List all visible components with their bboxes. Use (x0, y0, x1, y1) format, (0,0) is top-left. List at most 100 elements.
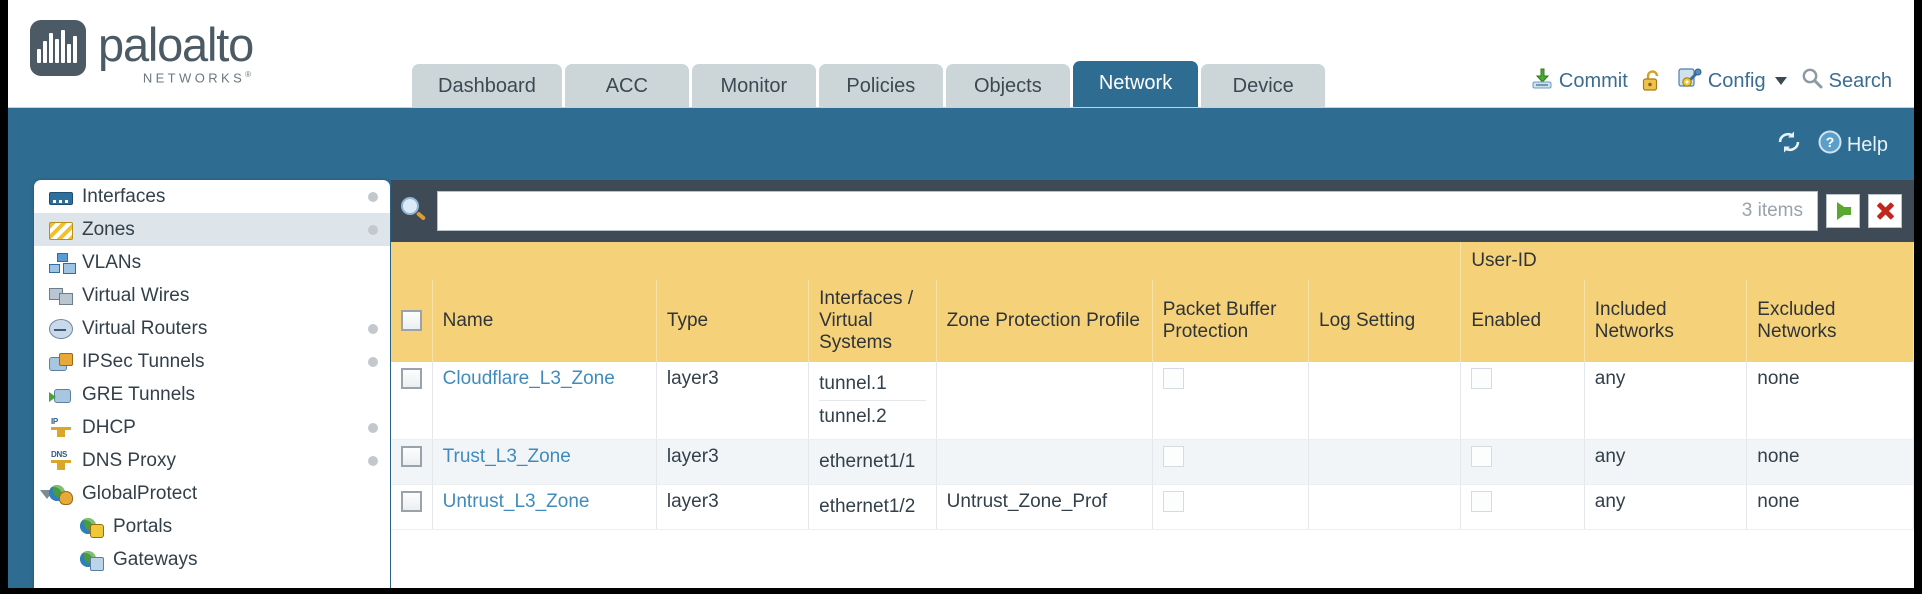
column-header-log-setting[interactable]: Log Setting (1308, 280, 1462, 362)
sidebar-item-gateways[interactable]: Gateways (34, 543, 390, 576)
row-select-checkbox[interactable] (401, 491, 422, 513)
chevron-down-icon (1774, 77, 1787, 85)
search-button[interactable]: Search (1801, 67, 1892, 95)
cell-packet-buffer-protection (1152, 362, 1310, 440)
tab-policies[interactable]: Policies (818, 64, 943, 107)
tab-network[interactable]: Network (1072, 61, 1199, 107)
refresh-icon[interactable] (1776, 130, 1802, 160)
tab-monitor[interactable]: Monitor (691, 64, 816, 107)
sidebar-item-label: Zones (82, 218, 135, 240)
commit-button[interactable]: Commit (1531, 67, 1628, 95)
row-select-checkbox[interactable] (401, 368, 422, 390)
filter-search-icon (399, 196, 429, 226)
search-input-wrap[interactable]: 3 items (437, 191, 1818, 231)
sidebar-item-label: VLANs (82, 251, 142, 273)
select-all-checkbox[interactable] (401, 310, 422, 332)
commit-icon (1531, 67, 1553, 95)
sidebar-item-label: IPSec Tunnels (82, 350, 205, 372)
column-header-type[interactable]: Type (656, 280, 810, 362)
cell-zone-protection-profile (936, 362, 1153, 440)
column-header-zone-protection-profile[interactable]: Zone Protection Profile (936, 280, 1153, 362)
row-select-cell (391, 439, 433, 485)
packet-buffer-protection-checkbox[interactable] (1162, 446, 1184, 468)
sidebar-item-status-dot (368, 422, 378, 433)
search-input[interactable] (448, 200, 1742, 222)
column-header-packet-buffer-protection[interactable]: Packet Buffer Protection (1152, 280, 1310, 362)
packet-buffer-protection-checkbox[interactable] (1162, 491, 1184, 513)
sidebar-item-portals[interactable]: Portals (34, 510, 390, 543)
sidebar-item-interfaces[interactable]: Interfaces (34, 180, 390, 213)
column-header-enabled[interactable]: Enabled (1460, 280, 1585, 362)
sidebar-item-label: Virtual Wires (82, 284, 190, 306)
userid-enabled-checkbox[interactable] (1471, 446, 1493, 468)
tab-label: Dashboard (438, 75, 536, 97)
userid-enabled-checkbox[interactable] (1471, 491, 1493, 513)
sidebar-item-label: Interfaces (82, 185, 166, 207)
green-arrow-icon (1836, 202, 1851, 220)
config-label: Config (1707, 69, 1766, 92)
zone-name-link[interactable]: Trust_L3_Zone (442, 446, 571, 467)
packet-buffer-protection-checkbox[interactable] (1162, 368, 1184, 390)
sidebar-item-gre-tunnels[interactable]: GRE Tunnels (34, 378, 390, 411)
tab-dashboard[interactable]: Dashboard (412, 64, 562, 107)
ipsec-tunnels-icon (49, 352, 73, 372)
column-header-excluded-networks[interactable]: Excluded Networks (1746, 280, 1914, 362)
vlans-icon (49, 252, 73, 273)
zone-name-link[interactable]: Untrust_L3_Zone (442, 491, 590, 512)
clear-filter-button[interactable] (1868, 194, 1902, 228)
search-label: Search (1828, 69, 1892, 92)
cell-interfaces: ethernet1/2 (808, 484, 937, 530)
sub-toolbar-actions: ? Help (1776, 130, 1888, 160)
apply-filter-button[interactable] (1826, 194, 1860, 228)
zone-name-link[interactable]: Cloudflare_L3_Zone (442, 368, 615, 389)
tab-label: Policies (846, 75, 916, 97)
column-header-name[interactable]: Name (432, 280, 657, 362)
interfaces-icon (49, 192, 73, 205)
userid-enabled-checkbox[interactable] (1471, 368, 1493, 390)
select-all-header (391, 280, 433, 362)
cell-type: layer3 (656, 484, 810, 530)
sidebar-item-label: Gateways (113, 548, 198, 570)
tab-device[interactable]: Device (1201, 64, 1326, 107)
sidebar-item-ipsec-tunnels[interactable]: IPSec Tunnels (34, 345, 390, 378)
sub-toolbar: ? Help (8, 108, 1914, 180)
config-menu[interactable]: Config (1678, 67, 1787, 95)
cell-log-setting (1308, 362, 1462, 440)
tab-objects[interactable]: Objects (945, 64, 1070, 107)
sidebar-item-zones[interactable]: Zones (34, 213, 390, 246)
sidebar-item-label: Virtual Routers (82, 317, 208, 339)
help-button[interactable]: ? Help (1818, 130, 1888, 160)
cell-type: layer3 (656, 362, 810, 440)
cell-userid-enabled (1460, 439, 1585, 485)
row-select-checkbox[interactable] (401, 446, 422, 468)
tab-acc[interactable]: ACC (564, 64, 689, 107)
cell-zone-protection-profile (936, 439, 1153, 485)
sidebar-item-vlans[interactable]: VLANs (34, 246, 390, 279)
column-header-included-networks[interactable]: Included Networks (1584, 280, 1748, 362)
sidebar-item-virtual-routers[interactable]: Virtual Routers (34, 312, 390, 345)
red-x-icon (1875, 201, 1895, 221)
paloalto-logo: paloalto NETWORKS® (30, 20, 254, 85)
cell-included-networks: any (1584, 484, 1748, 530)
chevron-down-icon[interactable] (40, 490, 54, 499)
unlocked-padlock-icon[interactable] (1642, 69, 1664, 93)
sidebar-item-globalprotect[interactable]: GlobalProtect (34, 477, 390, 510)
cell-userid-enabled (1460, 362, 1585, 440)
sidebar-item-status-dot (368, 323, 378, 334)
sidebar-item-virtual-wires[interactable]: Virtual Wires (34, 279, 390, 312)
dns-proxy-icon: DNS (49, 450, 73, 471)
column-header-interfaces-virtual-systems[interactable]: Interfaces / Virtual Systems (808, 280, 937, 362)
